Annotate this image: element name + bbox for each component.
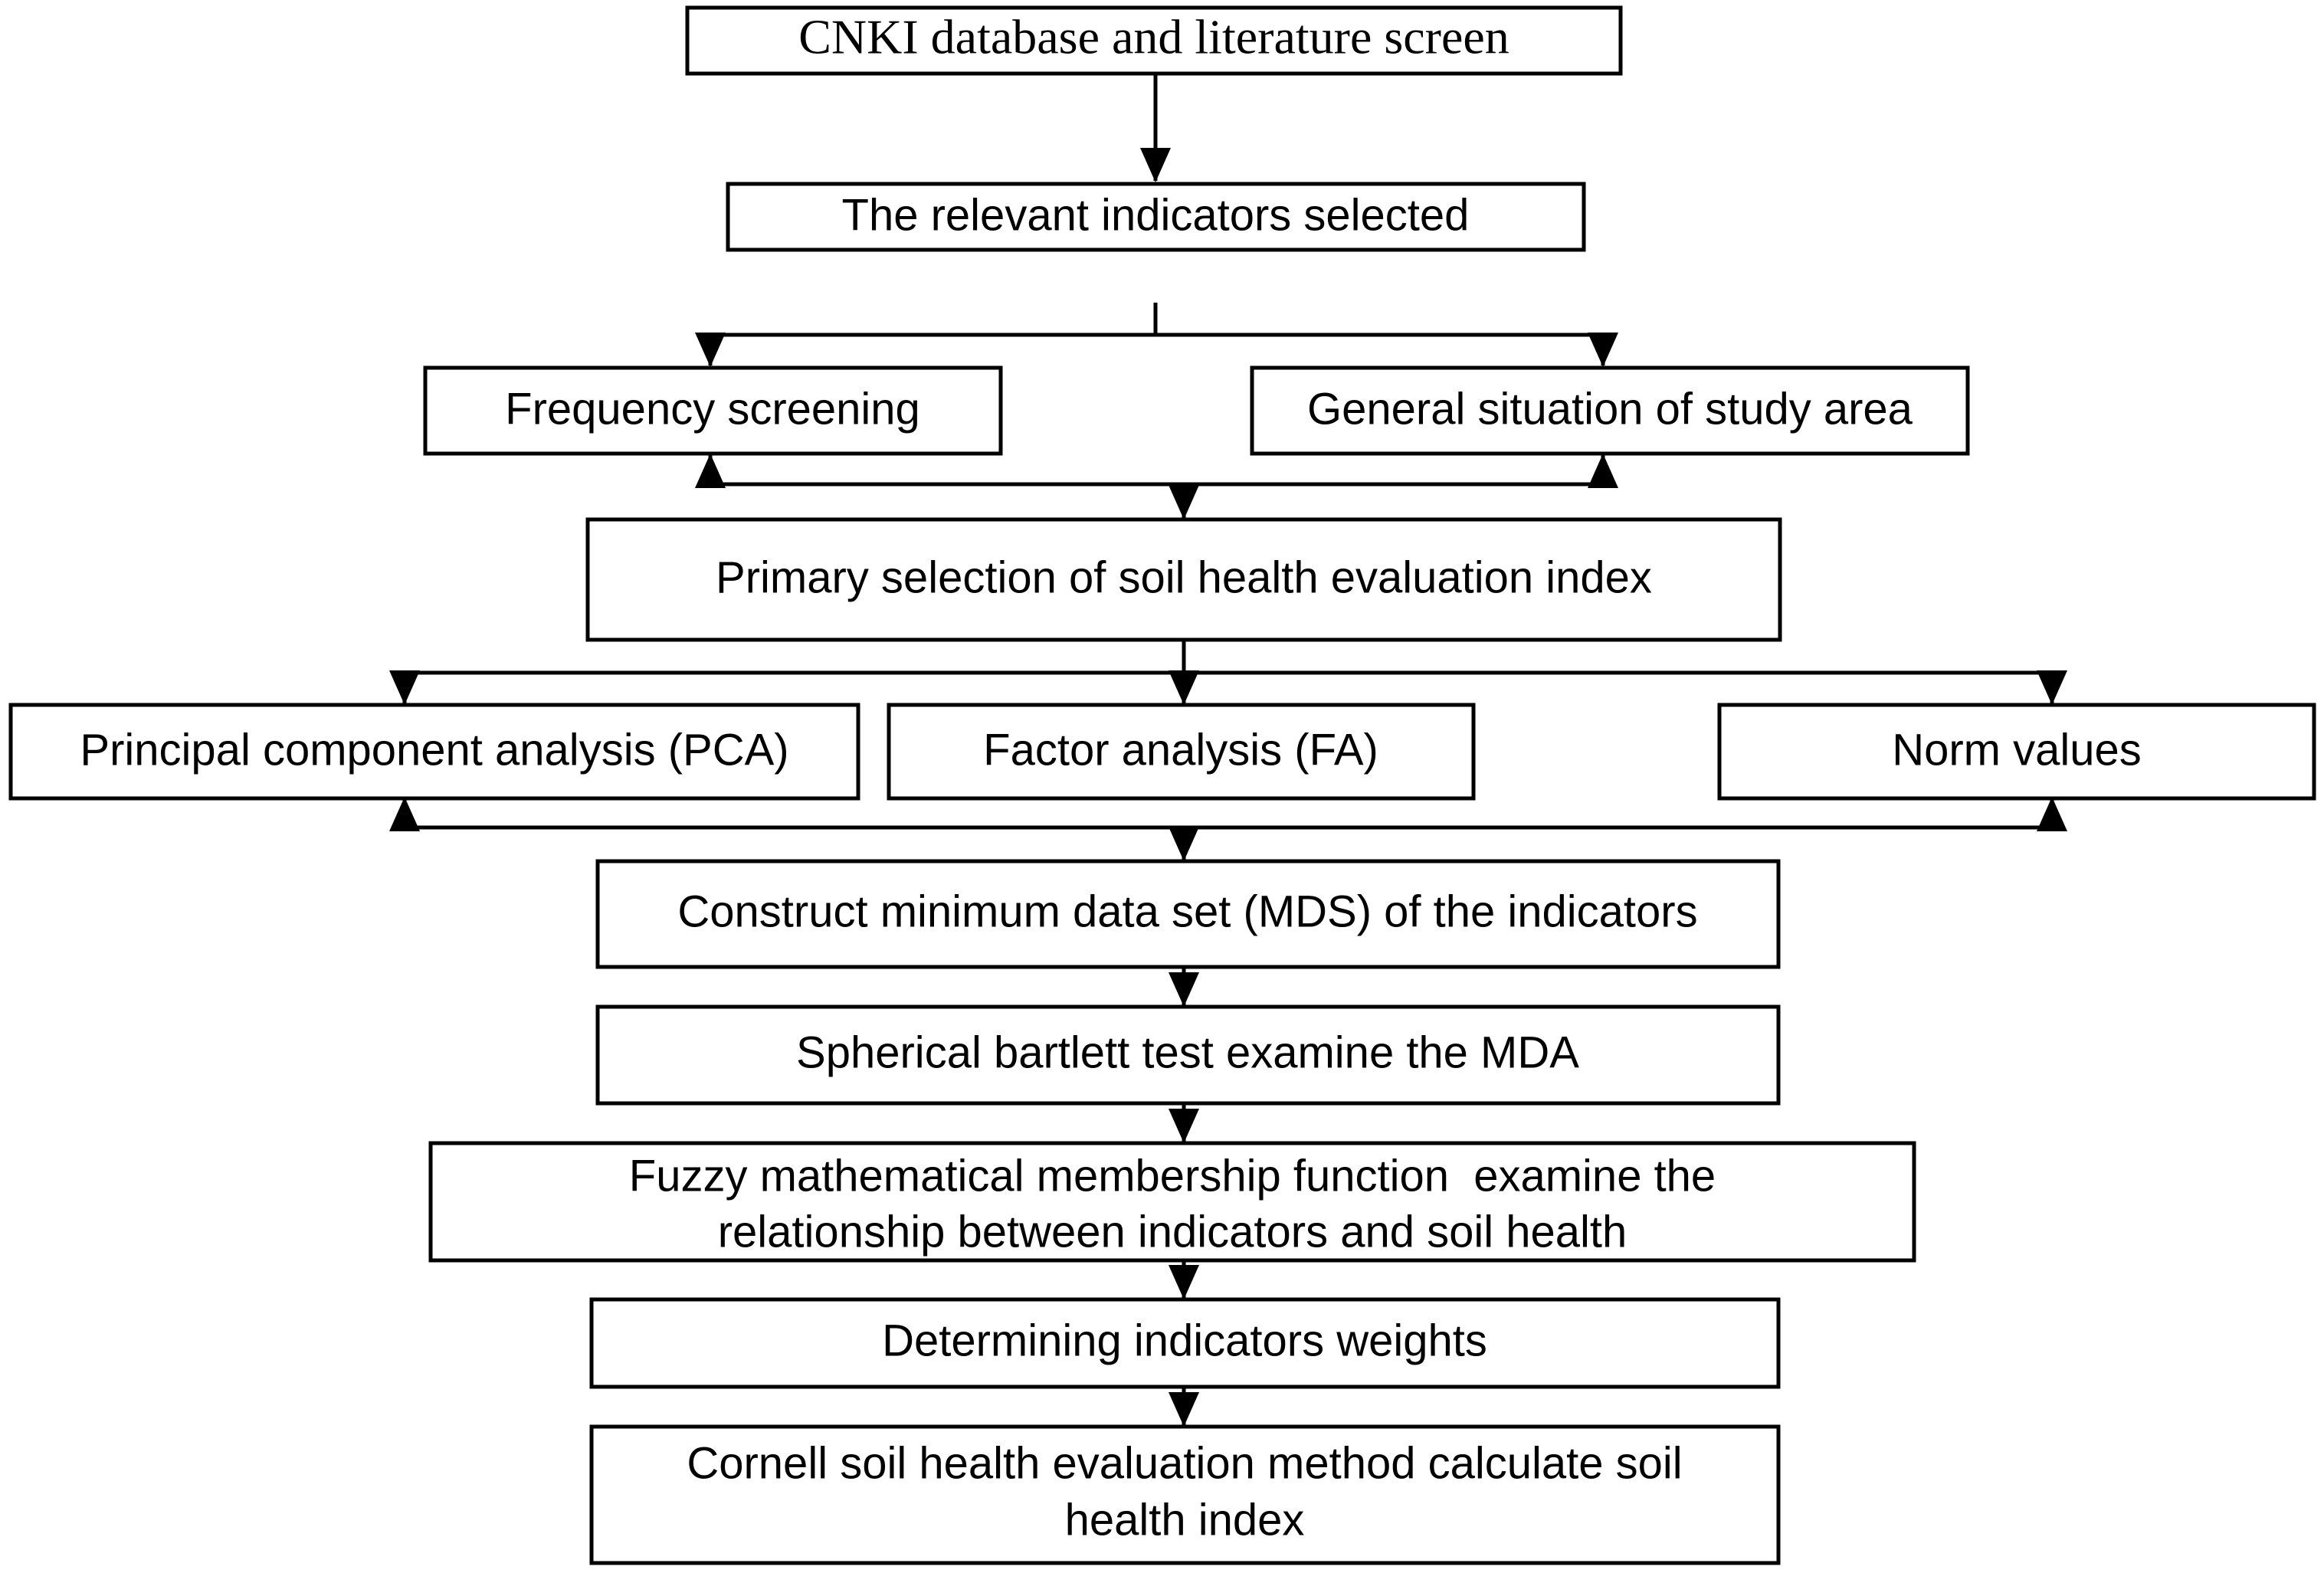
node-construct-mds-label: Construct minimum data set (MDS) of the … — [677, 886, 1697, 936]
node-cornell-method[interactable] — [589, 1424, 1781, 1565]
node-relevant-indicators-label: The relevant indicators selected — [842, 190, 1470, 240]
node-cornell-method-label-line2: health index — [1065, 1495, 1305, 1545]
node-frequency-screening[interactable] — [423, 365, 1003, 456]
node-primary-selection[interactable] — [585, 517, 1782, 642]
node-cornell-method-label-line1: Cornell soil health evaluation method ca… — [687, 1438, 1682, 1488]
node-fuzzy-membership-label-line2: relationship between indicators and soil… — [718, 1207, 1627, 1257]
node-cnki-database[interactable] — [685, 5, 1623, 76]
node-norm-values-label: Norm values — [1892, 725, 2142, 775]
node-fuzzy-membership[interactable] — [428, 1141, 1916, 1263]
node-factor-analysis[interactable] — [887, 703, 1476, 801]
node-construct-mds[interactable] — [595, 859, 1781, 969]
node-fuzzy-membership-label-line1: Fuzzy mathematical membership function e… — [629, 1151, 1716, 1201]
node-factor-analysis-label: Factor analysis (FA) — [983, 725, 1378, 775]
node-norm-values[interactable] — [1717, 703, 2316, 801]
node-general-situation-label: General situation of study area — [1307, 384, 1913, 434]
node-relevant-indicators[interactable] — [726, 182, 1586, 252]
node-frequency-screening-label: Frequency screening — [505, 384, 920, 434]
node-determining-weights[interactable] — [589, 1297, 1781, 1389]
node-cnki-database-label: CNKI database and literature screen — [798, 10, 1509, 64]
node-bartlett-test-label: Spherical bartlett test examine the MDA — [796, 1027, 1579, 1077]
node-primary-selection-label: Primary selection of soil health evaluat… — [716, 552, 1652, 602]
node-pca-label: Principal component analysis (PCA) — [80, 725, 788, 775]
node-general-situation[interactable] — [1250, 365, 1970, 456]
node-bartlett-test[interactable] — [595, 1004, 1781, 1106]
node-pca[interactable] — [8, 703, 860, 801]
node-determining-weights-label: Determining indicators weights — [882, 1316, 1487, 1365]
